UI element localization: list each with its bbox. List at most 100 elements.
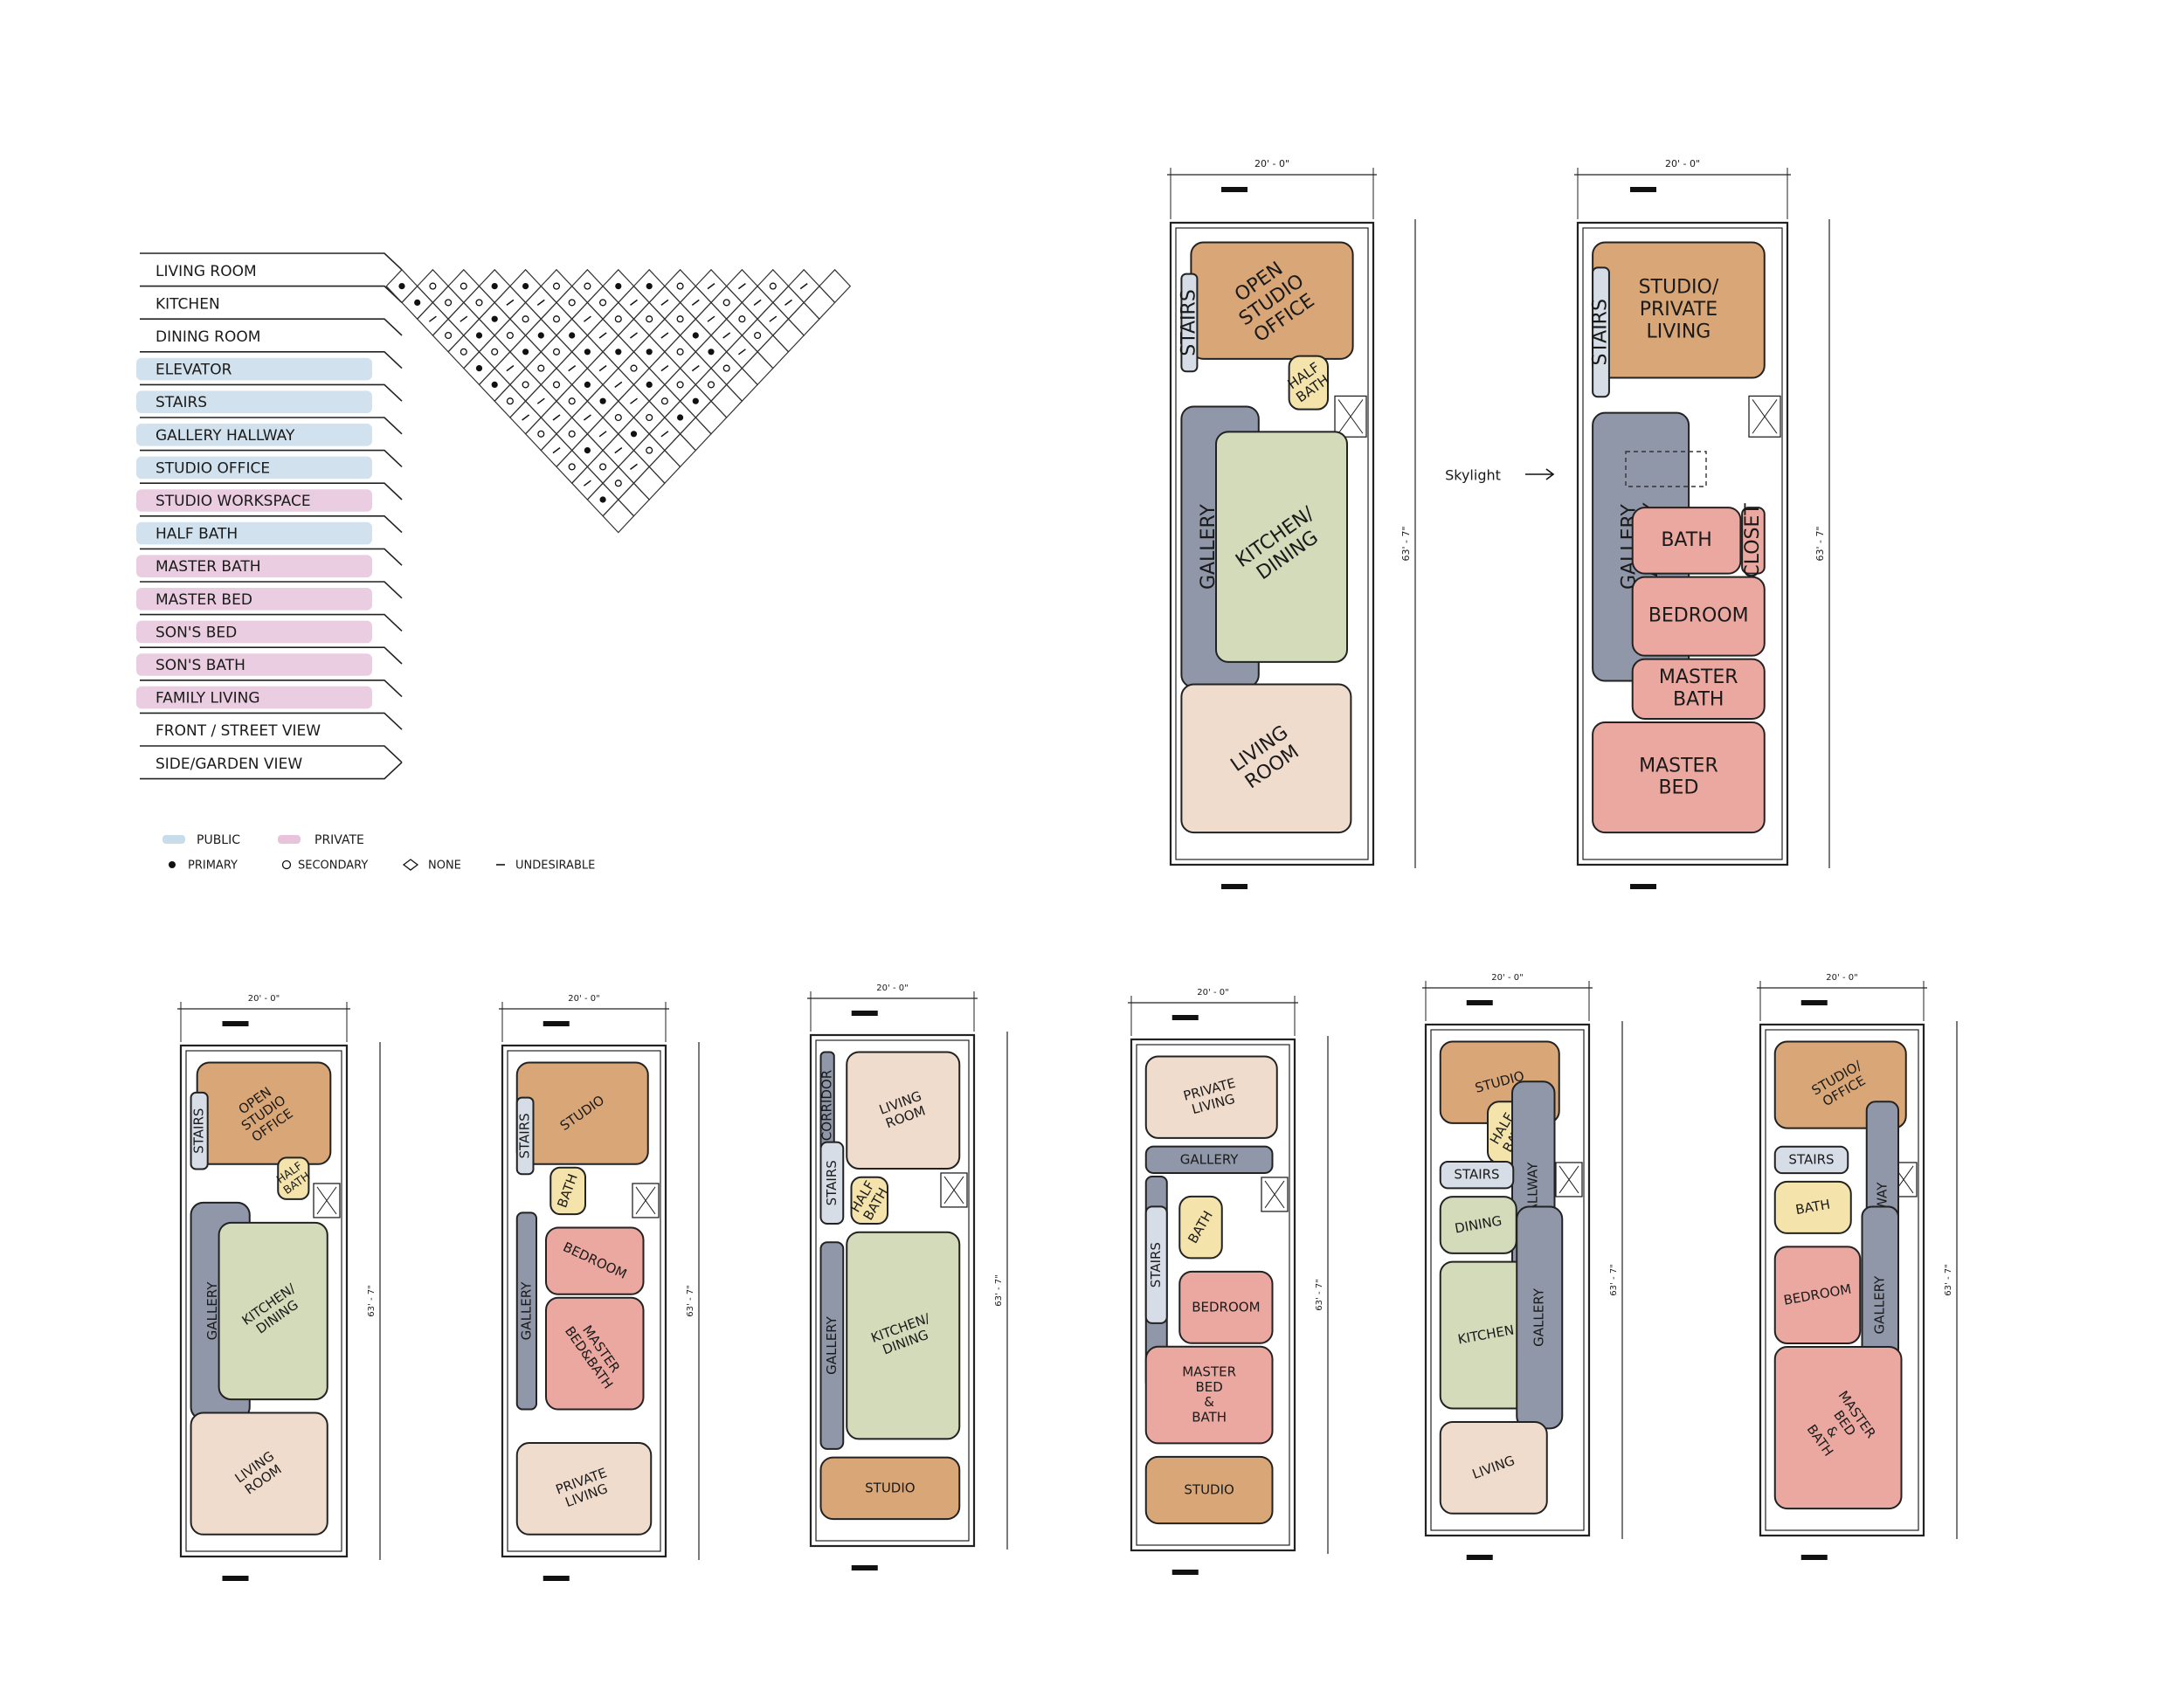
matrix-cell bbox=[648, 383, 681, 418]
row-label: DINING ROOM bbox=[156, 328, 260, 346]
row-divider bbox=[140, 581, 403, 599]
room-label-line: STUDIO bbox=[1184, 1481, 1234, 1497]
matrix-cell bbox=[432, 285, 465, 321]
secondary-mark bbox=[475, 299, 483, 307]
length-dimension: 63' - 7" bbox=[1609, 1264, 1619, 1295]
room-stairs bbox=[1592, 266, 1610, 398]
undesirable-mark bbox=[707, 315, 715, 322]
row-label: STAIRS bbox=[156, 394, 207, 411]
public-swatch bbox=[162, 835, 185, 844]
row-highlight-private bbox=[136, 620, 372, 644]
marker-top bbox=[1466, 1000, 1493, 1005]
matrix-cell bbox=[803, 285, 836, 321]
matrix-cell bbox=[819, 268, 852, 304]
row-divider bbox=[140, 417, 403, 435]
secondary-mark bbox=[614, 480, 622, 487]
matrix-cell bbox=[494, 318, 527, 353]
secondary-mark bbox=[522, 315, 529, 323]
matrix-cell bbox=[447, 335, 480, 369]
elevator-cross bbox=[1559, 1165, 1579, 1194]
room-label: STAIRS bbox=[1148, 1242, 1164, 1287]
room-kitchen bbox=[218, 1221, 328, 1401]
room-label: STAIRS bbox=[1454, 1167, 1499, 1183]
matrix-cell bbox=[664, 301, 697, 336]
marker-bottom bbox=[1171, 1570, 1199, 1575]
matrix-cell bbox=[664, 432, 697, 468]
room-label-line: BEDROOM bbox=[1192, 1299, 1260, 1315]
room-label-line: PRIVATE bbox=[1640, 299, 1717, 321]
matrix-cell bbox=[462, 285, 496, 321]
room-stairs bbox=[1439, 1160, 1515, 1190]
matrix-cell bbox=[632, 432, 666, 468]
secondary-mark bbox=[754, 331, 762, 340]
room-stairs bbox=[1144, 1205, 1168, 1324]
row-label: SIDE/GARDEN VIEW bbox=[156, 756, 302, 773]
primary-symbol bbox=[169, 861, 176, 868]
width-dimension: 20' - 0" bbox=[1197, 988, 1228, 997]
matrix-cell bbox=[432, 318, 465, 353]
row-divider bbox=[140, 514, 403, 534]
row-highlight-private bbox=[136, 588, 372, 611]
row-label: SON'S BED bbox=[156, 624, 237, 641]
legend-primary: PRIMARY bbox=[188, 859, 238, 873]
primary-mark bbox=[630, 431, 638, 438]
room-bath bbox=[1288, 355, 1329, 411]
legend-none: NONE bbox=[428, 859, 461, 873]
undesirable-mark bbox=[784, 299, 792, 306]
secondary-mark bbox=[676, 348, 684, 355]
room-label-line: STAIRS bbox=[517, 1113, 533, 1158]
interior-wall bbox=[1765, 1029, 1919, 1531]
matrix-cell bbox=[540, 335, 573, 369]
row-divider bbox=[140, 613, 403, 632]
primary-mark bbox=[584, 381, 591, 388]
matrix-cell bbox=[787, 301, 820, 336]
row-divider bbox=[140, 548, 403, 566]
matrix-cell bbox=[664, 268, 697, 304]
room-label: STUDIO bbox=[865, 1480, 915, 1495]
undesirable-mark bbox=[583, 315, 591, 322]
primary-mark bbox=[599, 496, 606, 503]
undesirable-mark bbox=[428, 315, 437, 322]
room-label-line: STAIRS bbox=[1178, 289, 1199, 355]
room-bed bbox=[545, 1296, 645, 1411]
room-bath bbox=[1773, 1180, 1852, 1234]
matrix-cell bbox=[710, 350, 743, 386]
room-circ bbox=[819, 1241, 845, 1450]
width-dimension: 20' - 0" bbox=[568, 994, 599, 1004]
matrix-cell bbox=[757, 268, 790, 304]
elevator-cross bbox=[1264, 1180, 1285, 1209]
marker-bottom bbox=[1800, 1555, 1828, 1560]
room-studio bbox=[1144, 1455, 1274, 1525]
floor-plan: 20' - 0"63' - 7"STUDIOHALFBATHHALLWAYSTA… bbox=[1422, 973, 1623, 1560]
room-kitchen bbox=[846, 1231, 961, 1440]
elevator bbox=[940, 1172, 968, 1208]
undesirable-mark bbox=[614, 381, 623, 388]
matrix-cell bbox=[664, 335, 697, 369]
matrix-cell bbox=[556, 383, 589, 418]
room-label-line: BATH bbox=[1661, 529, 1711, 551]
matrix-cell bbox=[540, 301, 573, 336]
row-highlight-public bbox=[136, 390, 372, 413]
undesirable-mark bbox=[630, 299, 638, 306]
primary-mark bbox=[677, 414, 684, 421]
room-stairs bbox=[1180, 273, 1199, 373]
primary-mark bbox=[491, 381, 498, 388]
matrix-cell bbox=[725, 367, 758, 403]
secondary-mark bbox=[522, 381, 529, 389]
elevator bbox=[1261, 1177, 1289, 1212]
row-label: STUDIO WORKSPACE bbox=[156, 493, 311, 510]
matrix-cell bbox=[771, 318, 805, 353]
private-swatch bbox=[278, 835, 301, 844]
secondary-mark bbox=[722, 299, 730, 307]
matrix-cell bbox=[632, 301, 666, 336]
primary-mark bbox=[599, 397, 606, 404]
room-label: GALLERY bbox=[1872, 1275, 1888, 1335]
room-label: GALLERY bbox=[824, 1315, 840, 1375]
secondary-mark bbox=[552, 282, 561, 290]
row-label: MASTER BATH bbox=[156, 558, 261, 576]
room-label: STAIRS bbox=[824, 1160, 840, 1205]
row-label: HALF BATH bbox=[156, 526, 238, 543]
